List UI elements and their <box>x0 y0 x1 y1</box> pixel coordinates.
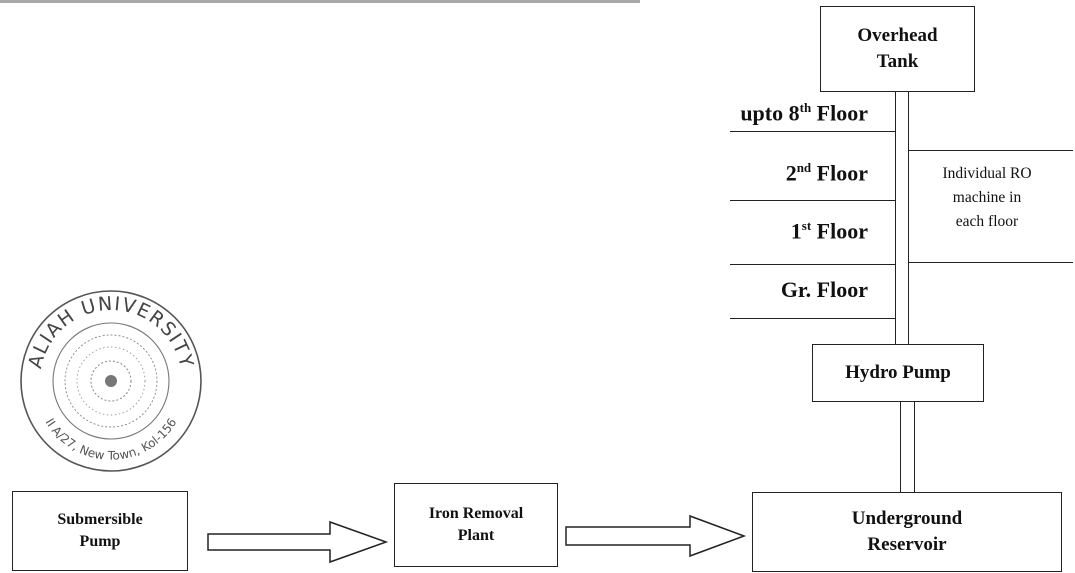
lower-pipe-right <box>914 402 915 492</box>
floor-label-2nd: 2nd Floor <box>785 160 868 186</box>
iron-removal-plant-box: Iron Removal Plant <box>394 483 558 567</box>
svg-text:ALIAH UNIVERSITY: ALIAH UNIVERSITY <box>24 293 198 371</box>
overhead-tank-box: Overhead Tank <box>820 6 975 92</box>
floor-label-8th: upto 8th Floor <box>740 100 868 126</box>
floor-label-ground: Gr. Floor <box>780 277 868 302</box>
seal-outer-text: ALIAH UNIVERSITY <box>24 293 196 371</box>
submersible-pump-label-line2: Pump <box>79 533 121 550</box>
ro-line-bottom <box>908 262 1073 263</box>
floor-line-8th <box>730 131 896 132</box>
ro-note: Individual RO machine in each floor <box>912 162 1062 234</box>
floor-label-1st: 1st Floor <box>790 218 868 244</box>
floor-line-2nd <box>730 200 896 201</box>
iron-removal-plant-label-line1: Iron Removal <box>428 505 524 523</box>
submersible-pump-label-line1: Submersible <box>57 511 143 529</box>
arrow-pump-to-iron-plant <box>207 520 389 564</box>
riser-pipe-right <box>908 92 909 344</box>
overhead-tank-label-line1: Overhead <box>857 25 938 47</box>
ro-note-line1: Individual RO <box>942 165 1032 182</box>
floor-line-ground <box>730 318 896 319</box>
underground-reservoir-label-line1: Underground <box>851 508 963 530</box>
riser-pipe-left <box>895 92 896 344</box>
top-rule <box>0 0 640 3</box>
submersible-pump-box: Submersible Pump <box>12 491 188 571</box>
lower-pipe-left <box>900 402 901 492</box>
ro-note-line3: each floor <box>955 213 1019 231</box>
iron-removal-plant-label-line2: Plant <box>457 527 495 544</box>
hydro-pump-box: Hydro Pump <box>812 344 984 402</box>
ro-note-line2: machine in <box>952 189 1022 207</box>
university-seal: ALIAH UNIVERSITY II A/27, New Town, Kol-… <box>20 290 202 472</box>
underground-reservoir-label-line2: Reservoir <box>867 534 947 555</box>
arrow-iron-plant-to-reservoir <box>565 514 747 558</box>
hydro-pump-label: Hydro Pump <box>845 362 951 384</box>
floor-line-1st <box>730 264 896 265</box>
ro-line-top <box>908 150 1073 151</box>
underground-reservoir-box: Underground Reservoir <box>752 492 1062 572</box>
overhead-tank-label-line2: Tank <box>876 51 919 72</box>
